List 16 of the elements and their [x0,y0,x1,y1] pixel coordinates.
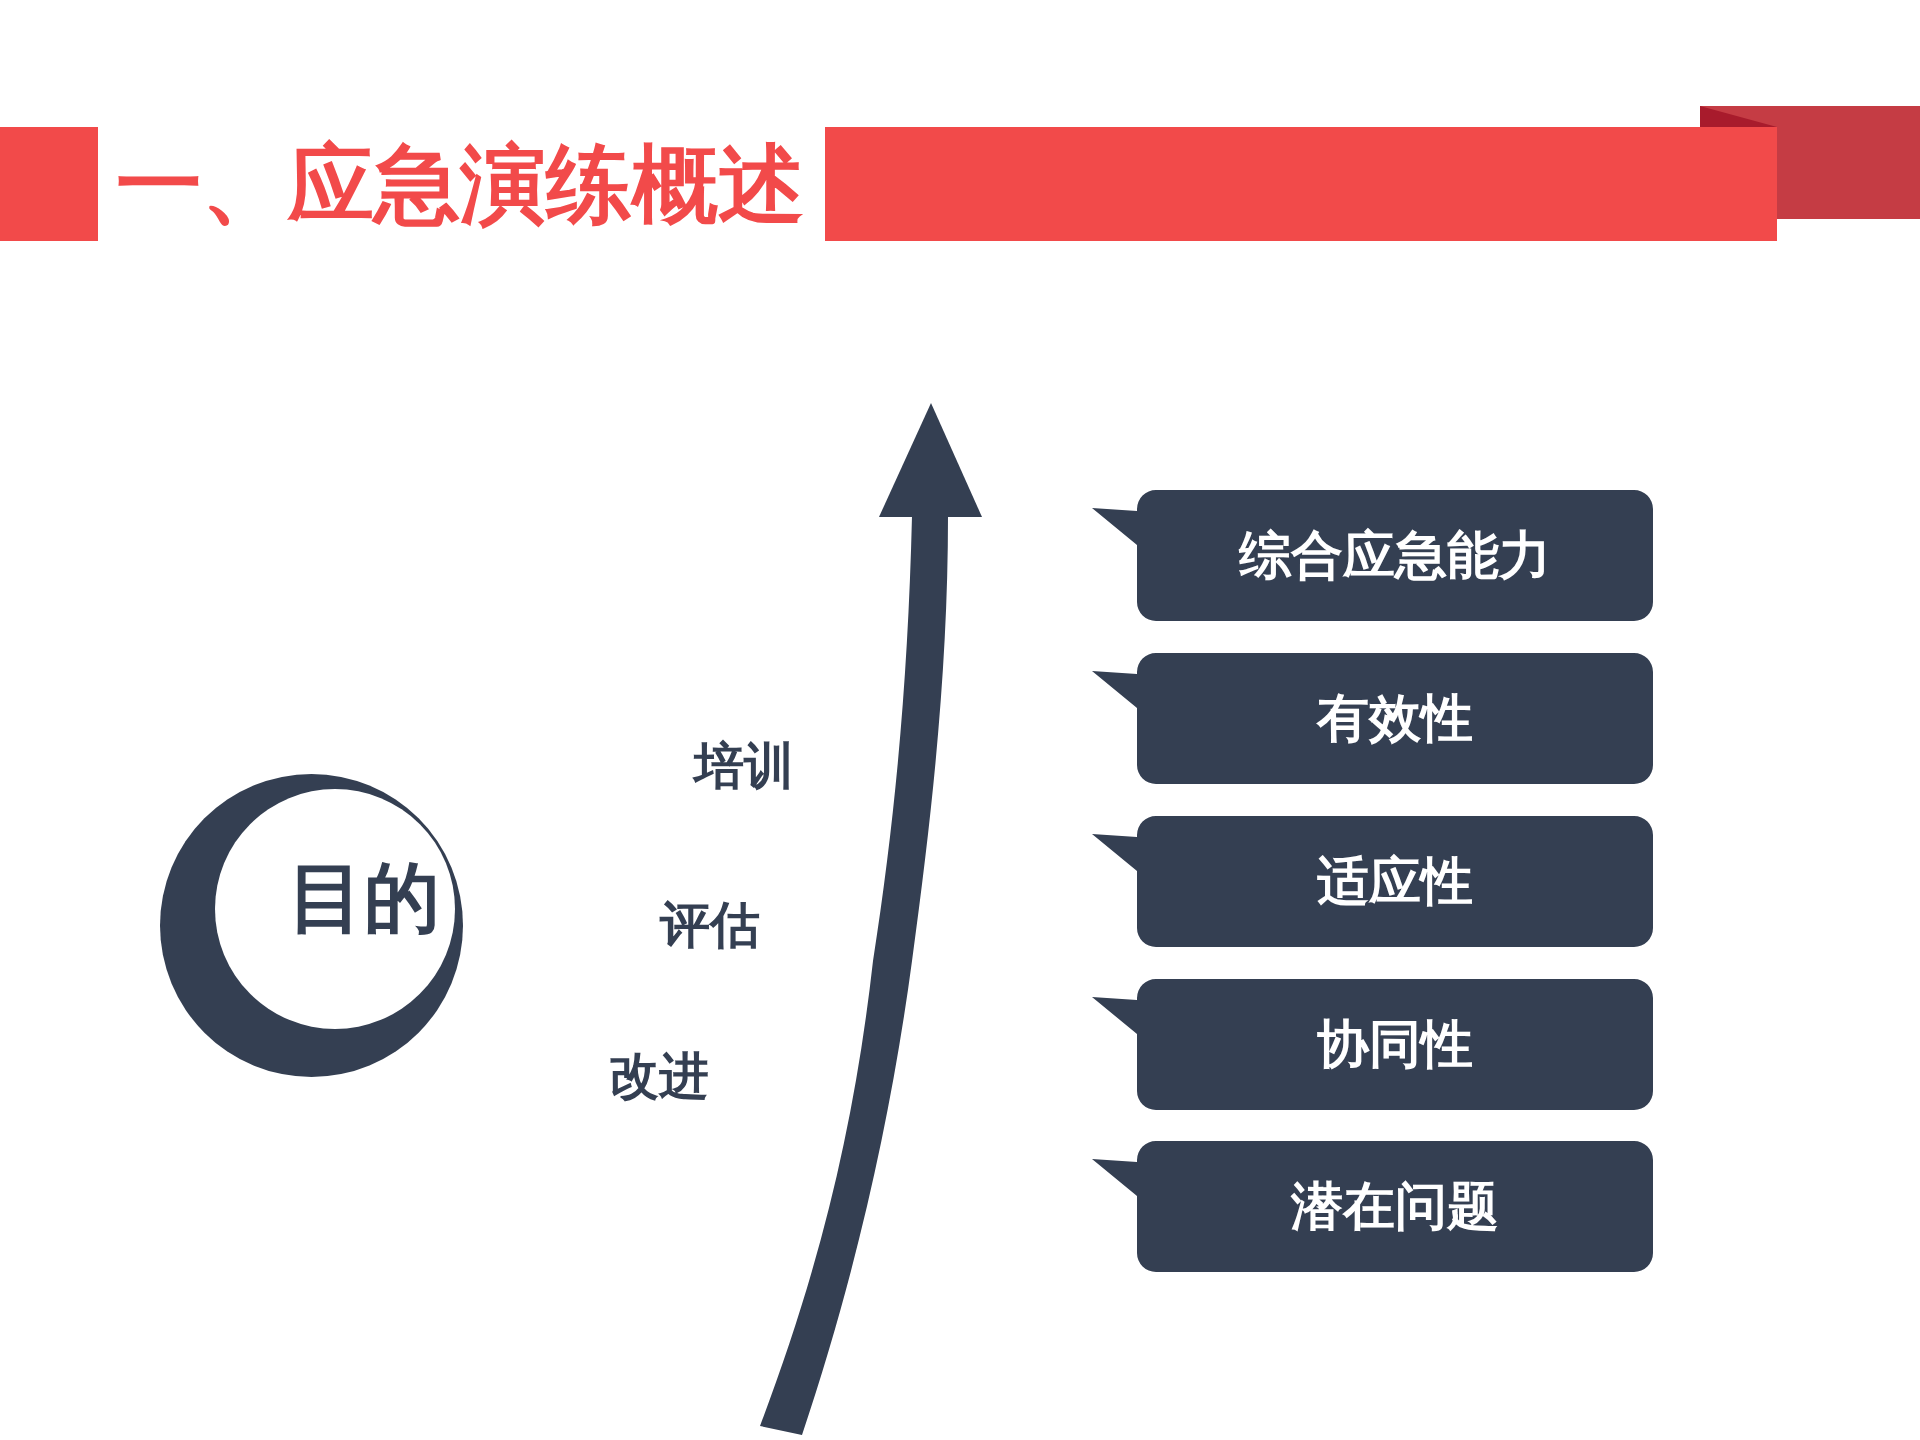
speech-bubble [1092,1141,1653,1272]
crescent-circle [160,774,463,1077]
speech-bubble [1092,490,1653,621]
speech-bubble [1092,816,1653,947]
bubble-label: 综合应急能力 [1237,524,1552,586]
speech-bubble [1092,653,1653,784]
slide-title: 一、应急演练概述 [116,137,804,231]
step-label: 评估 [660,897,760,953]
step-label: 培训 [694,738,794,794]
bubble-label: 协同性 [1316,1013,1474,1075]
circle-label: 目的 [288,856,440,940]
speech-bubble [1092,979,1653,1110]
step-label: 改进 [609,1048,709,1104]
bubble-label: 有效性 [1315,687,1474,749]
bubble-label: 适应性 [1316,850,1474,912]
bubble-label: 潜在问题 [1289,1175,1500,1237]
